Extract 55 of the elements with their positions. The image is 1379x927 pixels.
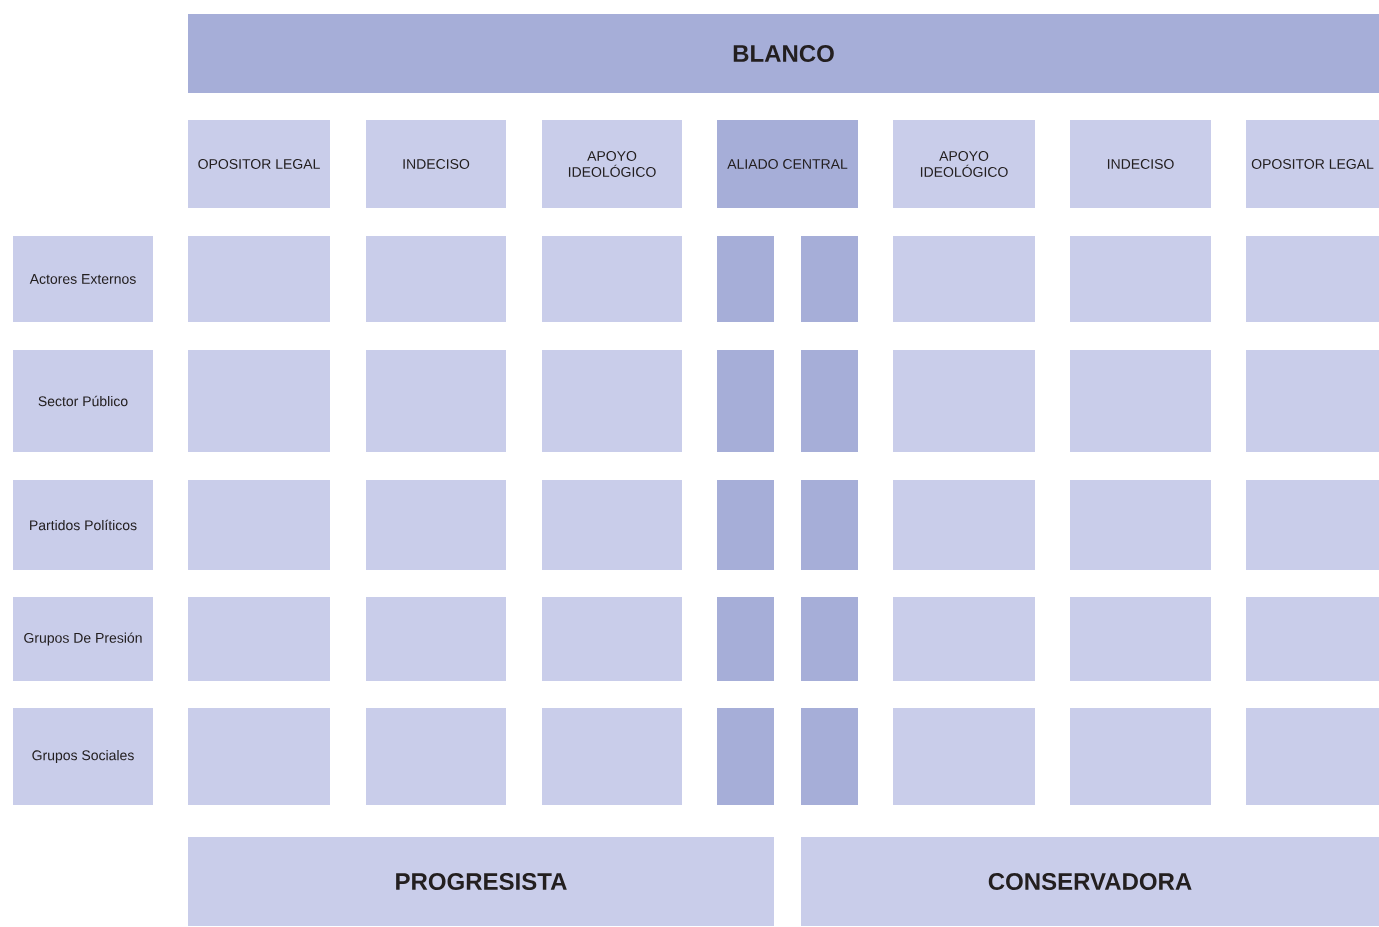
grid-cell <box>542 597 682 681</box>
grid-cell <box>1070 350 1211 452</box>
grid-cell <box>542 708 682 805</box>
grid-cell <box>188 480 330 570</box>
column-header-box: ALIADO CENTRAL <box>717 120 858 208</box>
grid-cell <box>1070 236 1211 322</box>
grid-cell <box>188 236 330 322</box>
column-header-box: INDECISO <box>366 120 506 208</box>
grid-cell <box>1246 708 1379 805</box>
column-header-box: INDECISO <box>1070 120 1211 208</box>
grid-cell <box>801 708 858 805</box>
grid-cell <box>542 236 682 322</box>
row-header-box: Grupos Sociales <box>13 708 153 805</box>
grid-cell <box>1070 597 1211 681</box>
grid-cell <box>801 350 858 452</box>
grid-cell <box>366 236 506 322</box>
grid-cell <box>366 480 506 570</box>
row-header-box: Actores Externos <box>13 236 153 322</box>
column-header-box: OPOSITOR LEGAL <box>188 120 330 208</box>
grid-cell <box>188 708 330 805</box>
grid-cell <box>1246 597 1379 681</box>
column-header-box: APOYO IDEOLÓGICO <box>893 120 1035 208</box>
grid-cell <box>893 708 1035 805</box>
grid-cell <box>801 597 858 681</box>
grid-cell <box>893 480 1035 570</box>
grid-cell <box>893 350 1035 452</box>
grid-cell <box>1070 708 1211 805</box>
row-header-box: Grupos De Presión <box>13 597 153 681</box>
grid-cell <box>188 597 330 681</box>
grid-cell <box>542 480 682 570</box>
row-header-box: Partidos Políticos <box>13 480 153 570</box>
grid-cell <box>717 236 774 322</box>
column-header-box: OPOSITOR LEGAL <box>1246 120 1379 208</box>
grid-cell <box>366 708 506 805</box>
grid-cell <box>542 350 682 452</box>
grid-cell <box>893 236 1035 322</box>
grid-cell <box>717 350 774 452</box>
grid-cell <box>1070 480 1211 570</box>
grid-cell <box>366 350 506 452</box>
grid-cell <box>366 597 506 681</box>
band-box: PROGRESISTA <box>188 837 774 926</box>
grid-cell <box>1246 480 1379 570</box>
grid-cell <box>801 480 858 570</box>
row-header-box: Sector Público <box>13 350 153 452</box>
grid-cell <box>801 236 858 322</box>
grid-cell <box>893 597 1035 681</box>
grid-cell <box>188 350 330 452</box>
grid-cell <box>717 597 774 681</box>
grid-cell <box>717 708 774 805</box>
grid-cell <box>1246 350 1379 452</box>
grid-cell <box>1246 236 1379 322</box>
band-box: CONSERVADORA <box>801 837 1379 926</box>
grid-cell <box>717 480 774 570</box>
band-box: BLANCO <box>188 14 1379 93</box>
column-header-box: APOYO IDEOLÓGICO <box>542 120 682 208</box>
